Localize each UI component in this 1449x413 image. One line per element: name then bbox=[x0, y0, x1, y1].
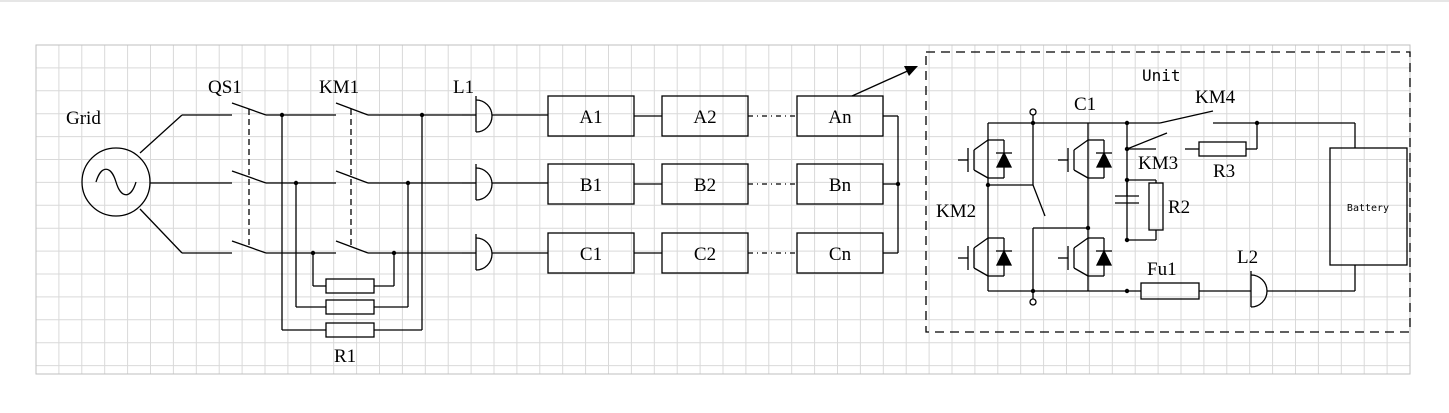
junction-dots bbox=[279, 112, 1260, 294]
unit-label: Unit bbox=[1142, 66, 1181, 85]
igbt-top-left bbox=[958, 139, 1013, 179]
km2-switch bbox=[1032, 184, 1046, 217]
r1-label: R1 bbox=[334, 346, 356, 367]
l2-label: L2 bbox=[1237, 247, 1258, 268]
r1-resistor-b bbox=[325, 299, 375, 315]
background-grid bbox=[35, 44, 1411, 375]
qs1-label: QS1 bbox=[208, 77, 242, 98]
module-a1-label: A1 bbox=[579, 107, 602, 128]
ac-source-symbol bbox=[81, 147, 151, 217]
r3-resistor bbox=[1198, 141, 1247, 157]
fu1-label: Fu1 bbox=[1147, 259, 1177, 280]
igbt-top-right bbox=[1058, 139, 1113, 179]
c1-label: C1 bbox=[1074, 94, 1096, 115]
km4-switch bbox=[1159, 110, 1214, 124]
module-a2-label: A2 bbox=[693, 107, 716, 128]
module-b2-label: B2 bbox=[694, 175, 716, 196]
r1-resistor-a bbox=[325, 322, 375, 338]
battery-box bbox=[1329, 147, 1408, 266]
km1-switch-b bbox=[335, 170, 369, 184]
battery-label: Battery bbox=[1347, 203, 1389, 214]
unit-detail-box bbox=[925, 51, 1411, 333]
sine-wave-icon bbox=[95, 168, 137, 196]
igbt-bottom-left bbox=[958, 237, 1013, 277]
igbt-bottom-right bbox=[1058, 237, 1113, 277]
r3-label: R3 bbox=[1213, 161, 1235, 182]
l1-label: L1 bbox=[453, 77, 474, 98]
module-cn-label: Cn bbox=[829, 244, 852, 265]
module-b1-label: B1 bbox=[580, 175, 602, 196]
ac-terminal-bottom bbox=[1029, 298, 1037, 306]
grid-label: Grid bbox=[66, 108, 101, 129]
circuit-lines bbox=[81, 51, 1411, 338]
module-an-label: An bbox=[828, 107, 852, 128]
detail-arrow bbox=[851, 68, 913, 97]
l1-inductor-c bbox=[475, 237, 493, 271]
r2-label: R2 bbox=[1168, 197, 1190, 218]
module-c1-label: C1 bbox=[580, 244, 602, 265]
km4-label: KM4 bbox=[1195, 87, 1236, 108]
km1-label: KM1 bbox=[319, 77, 359, 98]
l2-inductor bbox=[1250, 274, 1268, 308]
km3-label: KM3 bbox=[1138, 153, 1178, 174]
l1-inductor-a bbox=[475, 99, 493, 133]
detail-arrowhead bbox=[904, 66, 918, 76]
qs1-switch-b bbox=[231, 170, 267, 184]
module-bn-label: Bn bbox=[829, 175, 852, 196]
km3-switch bbox=[1126, 132, 1168, 150]
r2-resistor bbox=[1148, 182, 1164, 231]
ac-terminal-top bbox=[1029, 108, 1037, 116]
r1-resistor-c bbox=[325, 278, 375, 294]
km1-switch-a bbox=[335, 102, 369, 116]
grid-border bbox=[35, 44, 1411, 375]
module-c2-label: C2 bbox=[694, 244, 716, 265]
km2-label: KM2 bbox=[936, 201, 976, 222]
l1-inductor-b bbox=[475, 167, 493, 201]
qs1-switch-c bbox=[231, 240, 267, 254]
km1-switch-c bbox=[335, 240, 369, 254]
